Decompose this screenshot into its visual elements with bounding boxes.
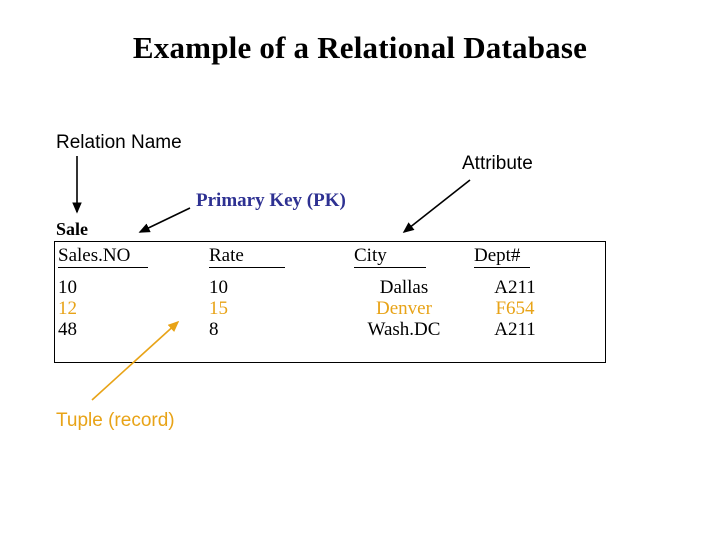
table-cell: 10: [209, 277, 228, 298]
table-cell: 48: [58, 319, 77, 340]
column-header-dept: Dept#: [474, 245, 530, 268]
arrow-attribute: [402, 179, 471, 233]
relation-label: Sale: [56, 219, 89, 239]
table-cell: Dallas: [379, 277, 429, 298]
annotation-tuple: Tuple (record): [56, 410, 175, 431]
table-cell: 10: [58, 277, 77, 298]
annotation-primary-key: Primary Key (PK): [196, 190, 346, 211]
table-cell: Denver: [376, 298, 432, 319]
table-cell: 15: [209, 298, 228, 319]
annotation-relation-name: Relation Name: [56, 132, 182, 153]
table-cell: A211: [494, 319, 536, 340]
column-header-city: City: [354, 245, 426, 268]
table-header-row: Sales.NO Rate City Dept#: [54, 245, 606, 271]
annotation-attribute: Attribute: [462, 153, 533, 174]
relation-table-border: [54, 241, 606, 363]
relation-table: Sales.NO Rate City Dept# 10 10 Dallas A2…: [54, 241, 606, 363]
table-cell: Wash.DC: [367, 319, 441, 340]
column-header-sales-no: Sales.NO: [58, 245, 148, 268]
table-cell: F654: [495, 298, 535, 319]
arrow-primary-key: [138, 207, 191, 233]
table-cell: 12: [58, 298, 77, 319]
table-cell: 8: [209, 319, 219, 340]
table-cell: A211: [494, 277, 536, 298]
page-title: Example of a Relational Database: [132, 30, 588, 65]
column-header-rate: Rate: [209, 245, 285, 268]
